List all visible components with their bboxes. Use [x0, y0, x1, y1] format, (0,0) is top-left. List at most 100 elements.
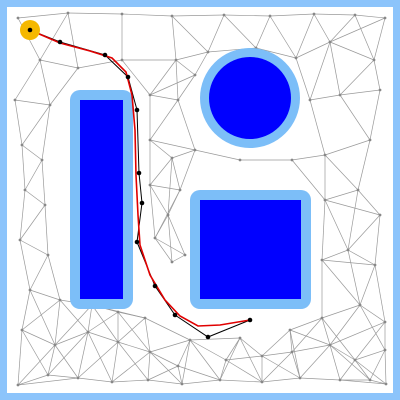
path-waypoint [139, 200, 145, 206]
mesh-edge [261, 329, 291, 357]
mesh-edge [321, 317, 331, 346]
mesh-node [174, 58, 178, 62]
mesh-node [183, 253, 187, 257]
mesh-edge [291, 317, 323, 353]
mesh-edge [289, 329, 331, 346]
mesh-edge [329, 17, 386, 43]
path-waypoint [136, 170, 142, 176]
mesh-node [328, 343, 332, 347]
mesh-node [16, 16, 20, 20]
mesh-edge [329, 14, 356, 43]
mesh-edge [194, 51, 209, 76]
mesh-node [66, 11, 70, 15]
mesh-node [353, 13, 357, 17]
mesh-edge [17, 12, 69, 19]
mesh-node [116, 310, 120, 314]
mesh-edge [117, 317, 146, 343]
mesh-edge [17, 374, 49, 386]
mesh-node [290, 158, 294, 162]
path-waypoint [247, 317, 253, 323]
mesh-node [238, 158, 242, 162]
mesh-edge [47, 344, 56, 376]
mesh-edge [175, 59, 196, 76]
mesh-edge [354, 349, 386, 361]
mesh-edge [29, 289, 56, 346]
mesh-edge [77, 377, 113, 383]
mesh-node [143, 316, 147, 320]
path-waypoints [27, 27, 253, 340]
mesh-edge [239, 337, 263, 357]
mesh-edge [149, 59, 177, 96]
mesh-edge [324, 199, 381, 216]
mesh-node [368, 138, 372, 142]
mesh-edge [329, 344, 341, 381]
mesh-node [384, 382, 388, 386]
mesh-edge [324, 139, 371, 156]
mesh-edge [309, 99, 326, 156]
mesh-edge [219, 379, 263, 383]
mesh-node [268, 14, 272, 18]
mesh-node [116, 340, 120, 344]
mesh-edge [321, 199, 326, 261]
mesh-edge [149, 99, 179, 141]
obstacle-right-square [190, 190, 311, 309]
mesh-edge [177, 99, 196, 151]
path-waypoint [134, 107, 140, 113]
mesh-edge [357, 189, 381, 216]
mesh-edge [144, 317, 191, 341]
path-waypoint [152, 283, 158, 289]
mesh-edge [111, 351, 151, 383]
mesh-edge [21, 104, 51, 146]
mesh-edge [384, 349, 387, 385]
mesh-edge [54, 304, 93, 346]
mesh-edge [225, 359, 263, 383]
mesh-edge [347, 249, 376, 266]
mesh-edge [354, 359, 371, 381]
mesh-edge [321, 259, 376, 266]
mesh-edge [189, 339, 227, 361]
mesh-edge [295, 13, 315, 59]
mesh-edge [19, 189, 26, 241]
mesh-node [38, 58, 42, 62]
mesh-edge [329, 304, 361, 346]
mesh-edge [313, 13, 356, 16]
mesh-edge [54, 344, 79, 379]
mesh-node [120, 12, 124, 16]
mesh-edge [167, 214, 173, 263]
mesh-node [260, 380, 264, 384]
mesh-edge [223, 14, 257, 49]
mesh-edge [291, 351, 301, 379]
mesh-edge [17, 377, 79, 386]
mesh-node [110, 380, 114, 384]
mesh-edge [149, 157, 173, 186]
mesh-node [353, 358, 357, 362]
mesh-node [13, 98, 17, 102]
mesh-edge [77, 341, 119, 379]
path-waypoint [57, 39, 63, 45]
mesh-node [46, 253, 50, 257]
mesh-edge [225, 337, 241, 361]
mesh-node [40, 158, 44, 162]
mesh-edge [374, 214, 381, 266]
mesh-edge [309, 94, 341, 101]
mesh-node [218, 378, 222, 382]
mesh-node [224, 358, 228, 362]
mesh-node [28, 288, 32, 292]
mesh-edge [39, 12, 69, 61]
mesh-node [76, 66, 80, 70]
mesh-edge [14, 99, 23, 146]
mesh-node [378, 213, 382, 217]
mesh-edge [149, 184, 181, 191]
mesh-edge [47, 374, 79, 379]
mesh-edge [149, 339, 191, 353]
mesh-edge [87, 331, 113, 383]
mesh-edge [121, 13, 173, 17]
mesh-edge [373, 59, 381, 91]
mesh-edge [167, 157, 173, 216]
mesh-edge [149, 184, 169, 216]
mesh-node [323, 198, 327, 202]
mesh-node [148, 93, 152, 97]
mesh-edge [289, 329, 301, 379]
mesh-edge [171, 157, 181, 191]
mesh-node [290, 350, 294, 354]
